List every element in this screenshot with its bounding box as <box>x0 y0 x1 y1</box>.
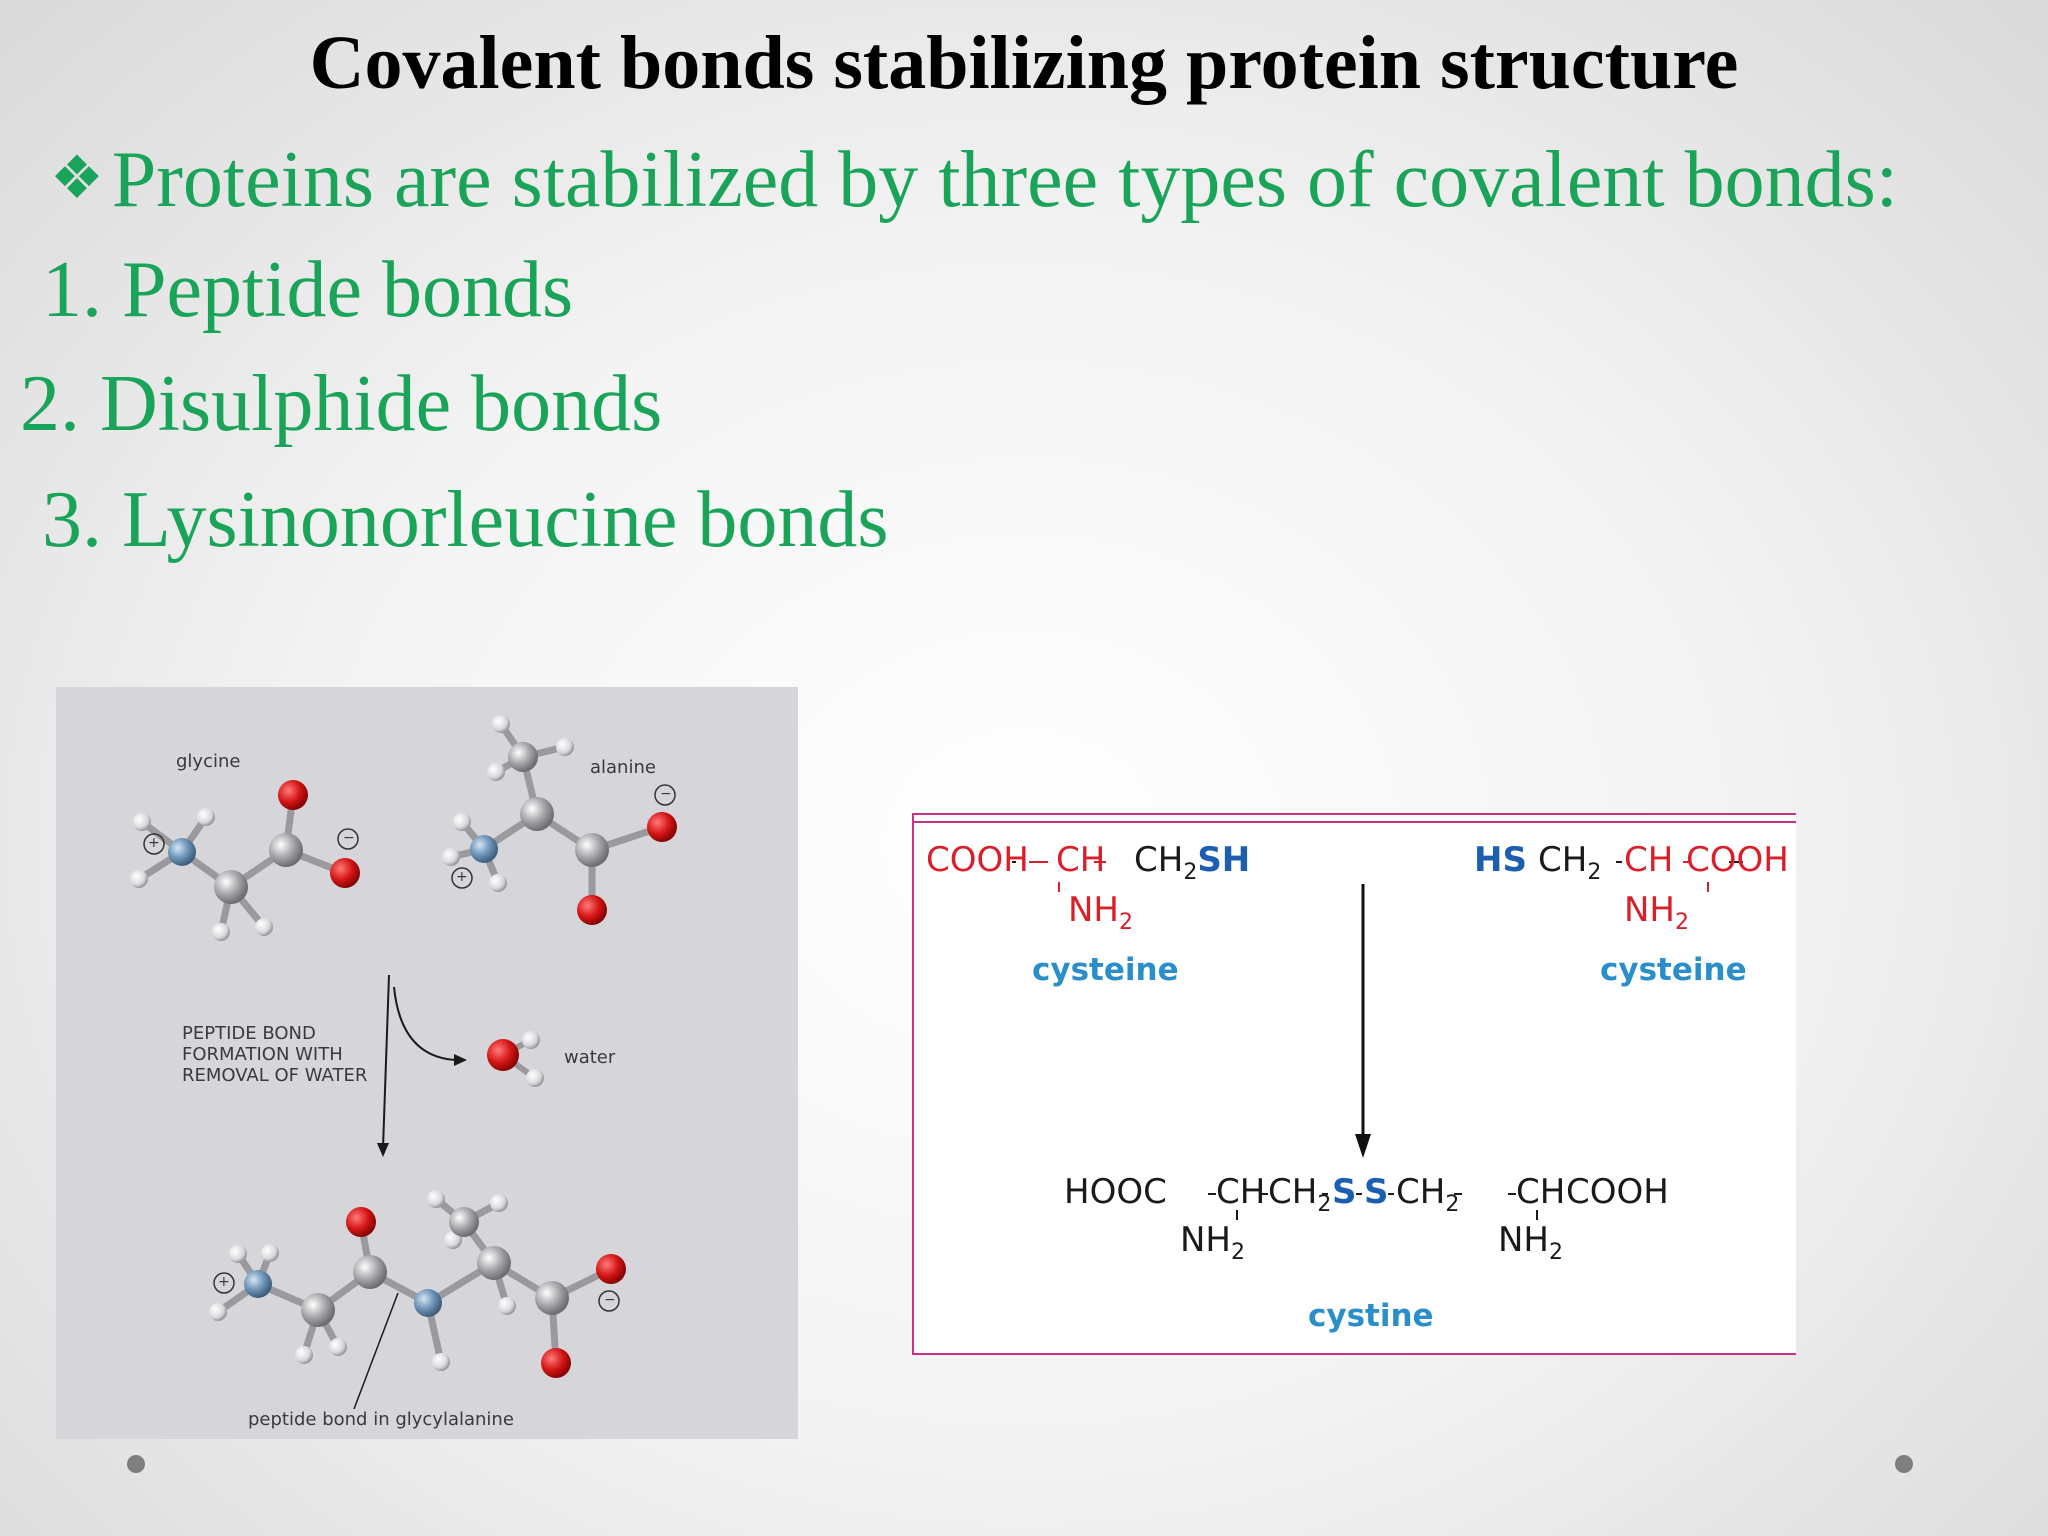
minus-charge: − <box>604 1292 616 1308</box>
list-item-2: 2. Disulphide bonds <box>20 360 663 448</box>
formation-label-1: PEPTIDE BOND <box>182 1023 316 1044</box>
minus-charge: − <box>343 830 355 846</box>
water-molecule <box>487 1031 544 1087</box>
plus-charge: + <box>456 869 468 885</box>
prod-ch2-a: CH2 <box>1268 1172 1332 1217</box>
slide-decoration-dot-right <box>1895 1455 1913 1473</box>
left-nh2: NH2 <box>1068 890 1133 935</box>
right-nh2: NH2 <box>1624 890 1689 935</box>
right-hs: HS <box>1474 840 1527 880</box>
left-ch: CH <box>1056 840 1106 880</box>
left-cooh: COOH <box>926 840 1029 880</box>
slide-decoration-dot-left <box>127 1455 145 1473</box>
prod-ch-a: CH <box>1216 1172 1266 1212</box>
prod-cooh: COOH <box>1566 1172 1669 1212</box>
glycine-label: glycine <box>176 751 241 772</box>
right-ch2: CH2 <box>1538 840 1602 885</box>
reaction-arrow <box>382 974 457 1149</box>
peptide-bond-pointer <box>353 1292 399 1410</box>
prod-nh2-a: NH2 <box>1180 1220 1245 1265</box>
list-item-3: 3. Lysinonorleucine bonds <box>42 476 889 564</box>
formation-label-2: FORMATION WITH <box>182 1044 343 1065</box>
prod-s1: S <box>1332 1172 1357 1212</box>
list-item-1: 1. Peptide bonds <box>42 246 574 334</box>
alanine-label: alanine <box>590 757 656 778</box>
minus-charge: − <box>660 786 672 802</box>
prod-nh2-b: NH2 <box>1498 1220 1563 1265</box>
charge-marks <box>143 784 676 1312</box>
peptide-bond-figure: glycine alanine PEPTIDE BOND FORMATION W… <box>56 687 798 1439</box>
slide-title: Covalent bonds stabilizing protein struc… <box>309 21 1739 105</box>
cysteine-right-label: cysteine <box>1600 952 1747 988</box>
cystine-label: cystine <box>1308 1298 1434 1334</box>
cysteine-left-label: cysteine <box>1032 952 1179 988</box>
prod-ch-b: CH <box>1516 1172 1566 1212</box>
disulphide-bond-figure: COOH CH CH2SH NH2 cysteine HS CH2 CH COO… <box>912 812 1796 1355</box>
plus-charge: + <box>148 835 160 851</box>
prod-hooc: HOOC <box>1064 1172 1167 1212</box>
glycylalanine-label: peptide bond in glycylalanine <box>248 1409 514 1430</box>
intro-text: Proteins are stabilized by three types o… <box>111 136 1898 224</box>
formation-label-3: REMOVAL OF WATER <box>182 1065 368 1086</box>
intro-line: ❖Proteins are stabilized by three types … <box>50 128 1898 230</box>
left-ch2: CH2SH <box>1134 840 1251 885</box>
right-cooh: COOH <box>1686 840 1789 880</box>
prod-ch2-b: CH2 <box>1396 1172 1460 1217</box>
water-label: water <box>564 1047 616 1068</box>
diamond-bullet-icon: ❖ <box>50 145 104 211</box>
right-ch: CH <box>1624 840 1674 880</box>
plus-charge: + <box>218 1274 230 1290</box>
prod-s2: S <box>1364 1172 1389 1212</box>
